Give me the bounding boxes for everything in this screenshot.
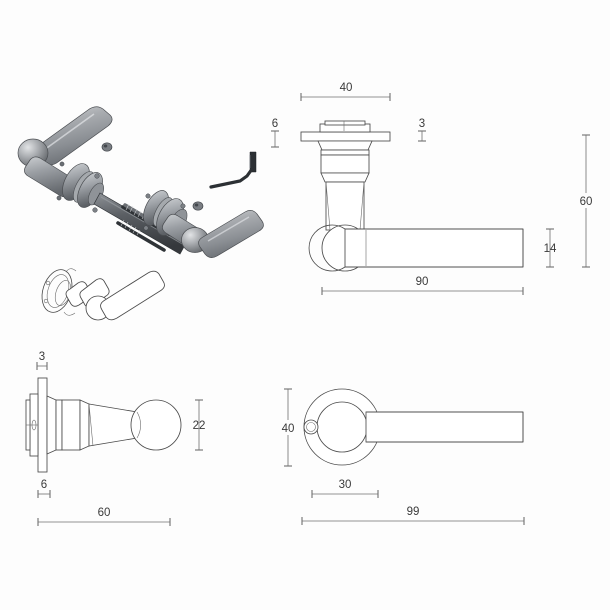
dim-rosette-hub-30: 30 [311, 479, 379, 498]
dim-overall-height-60: 60 [576, 134, 596, 268]
dim-lever-length-90: 90 [321, 276, 524, 295]
dim-label-40-plan: 40 [282, 423, 295, 435]
plan-geometry [303, 388, 524, 466]
end-section-view: 3 22 6 [25, 351, 206, 526]
exploded-isometric-handle-set [17, 106, 264, 258]
dim-label-6-end: 6 [41, 479, 47, 491]
dim-plate-thickness-3-end: 3 [36, 351, 48, 370]
dim-label-90: 90 [416, 276, 429, 288]
side-elevation-view: 40 6 3 [271, 82, 596, 295]
iso-allen-key [209, 151, 257, 189]
dim-overall-length-99: 99 [301, 506, 525, 525]
dim-label-22: 22 [193, 420, 206, 432]
dim-rosette-width-40: 40 [300, 82, 391, 101]
dim-label-30: 30 [339, 479, 352, 491]
isometric-single-handle [41, 268, 165, 321]
plan-view: 40 30 99 [278, 388, 525, 525]
dim-label-14: 14 [544, 243, 557, 255]
end-section-body [25, 377, 182, 473]
iso-grub-screw-2 [192, 201, 204, 211]
dim-label-60-bottom: 60 [98, 507, 111, 519]
iso-lever-lower [198, 210, 264, 258]
dim-label-40-top: 40 [340, 82, 353, 94]
elevation-rosette [300, 120, 391, 231]
dim-ball-diameter-22: 22 [193, 399, 206, 451]
dim-label-60-right: 60 [580, 196, 593, 208]
dim-label-99: 99 [407, 506, 420, 518]
iso-grub-screw-1 [101, 142, 113, 152]
dim-label-3-end: 3 [39, 351, 45, 363]
dim-label-6-elevation: 6 [272, 118, 278, 130]
dim-lever-height-14: 14 [544, 228, 557, 268]
dim-plate-thickness-3: 3 [418, 118, 426, 142]
elevation-lever [308, 224, 524, 272]
dim-label-3-elevation: 3 [419, 118, 425, 130]
dim-overall-projection-60: 60 [37, 507, 171, 526]
dim-rosette-projection-6: 6 [271, 118, 279, 148]
dim-plate-offset-6: 6 [37, 479, 51, 498]
dim-rosette-diameter-40: 40 [278, 388, 298, 467]
iso-rosette-upper [56, 161, 105, 213]
